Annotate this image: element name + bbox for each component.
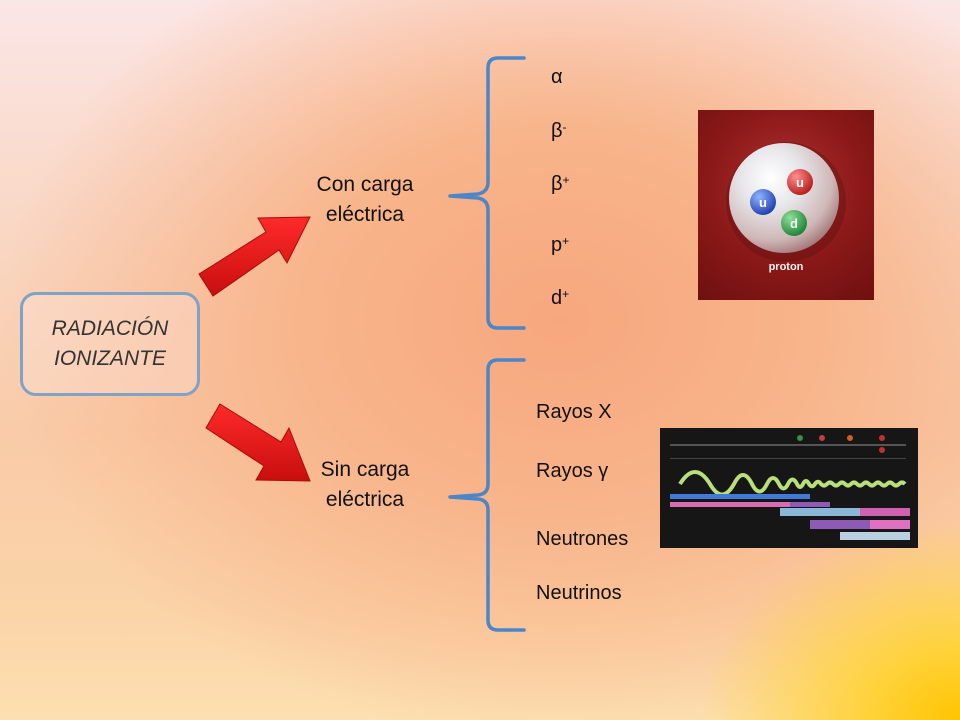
particle-proton-symbol: p bbox=[551, 234, 563, 256]
particle-beta-minus-symbol: β bbox=[551, 120, 563, 142]
proton-sphere bbox=[729, 143, 839, 253]
particle-beta-plus-symbol: β bbox=[551, 173, 563, 195]
spectrum-illustration bbox=[660, 428, 918, 548]
proton-illustration: u u d proton bbox=[726, 142, 846, 273]
particle-alpha: α bbox=[551, 66, 563, 89]
root-label-line2: IONIZANTE bbox=[53, 347, 166, 370]
quark-up-red-icon bbox=[787, 169, 813, 195]
category-charged-line2: eléctrica bbox=[325, 203, 405, 226]
quark-up-red-label: u bbox=[796, 175, 804, 190]
proton-caption: proton bbox=[769, 261, 804, 273]
item-neutrinos: Neutrinos bbox=[536, 582, 622, 604]
particle-beta-minus: β- bbox=[551, 120, 567, 143]
category-charged: Con carga eléctrica bbox=[295, 170, 435, 230]
category-uncharged-line1: Sin carga bbox=[320, 458, 410, 481]
particle-deuteron-symbol: d bbox=[551, 287, 563, 309]
particle-alpha-symbol: α bbox=[551, 66, 563, 88]
category-uncharged: Sin carga eléctrica bbox=[295, 455, 435, 515]
particle-beta-plus: β+ bbox=[551, 173, 570, 196]
brace-uncharged bbox=[448, 358, 526, 632]
quark-down-label: d bbox=[790, 216, 798, 231]
particle-proton: p+ bbox=[551, 234, 569, 257]
arrow-to-charged bbox=[198, 216, 311, 297]
item-neutrons: Neutrones bbox=[536, 528, 629, 550]
particle-deuteron-charge: + bbox=[562, 287, 570, 301]
particle-beta-plus-charge: + bbox=[562, 173, 570, 187]
quark-up-blue-icon bbox=[750, 189, 776, 215]
particle-deuteron: d+ bbox=[551, 287, 569, 310]
category-uncharged-line2: eléctrica bbox=[325, 488, 405, 511]
brace-charged bbox=[448, 56, 526, 330]
item-gamma-rays: Rayos γ bbox=[536, 460, 609, 482]
quark-up-blue-label: u bbox=[759, 195, 767, 210]
spectrum-image bbox=[660, 428, 918, 548]
quark-down-green-icon bbox=[781, 210, 807, 236]
root-label-line1: RADIACIÓN bbox=[51, 317, 169, 340]
particle-beta-minus-charge: - bbox=[562, 120, 567, 134]
category-charged-line1: Con carga bbox=[316, 173, 414, 196]
proton-image: u u d proton bbox=[698, 110, 874, 300]
root-node: RADIACIÓN IONIZANTE bbox=[20, 292, 200, 396]
item-xrays: Rayos X bbox=[536, 401, 612, 423]
arrow-to-uncharged bbox=[205, 403, 311, 482]
particle-proton-charge: + bbox=[562, 234, 570, 248]
wave-icon bbox=[678, 470, 907, 497]
